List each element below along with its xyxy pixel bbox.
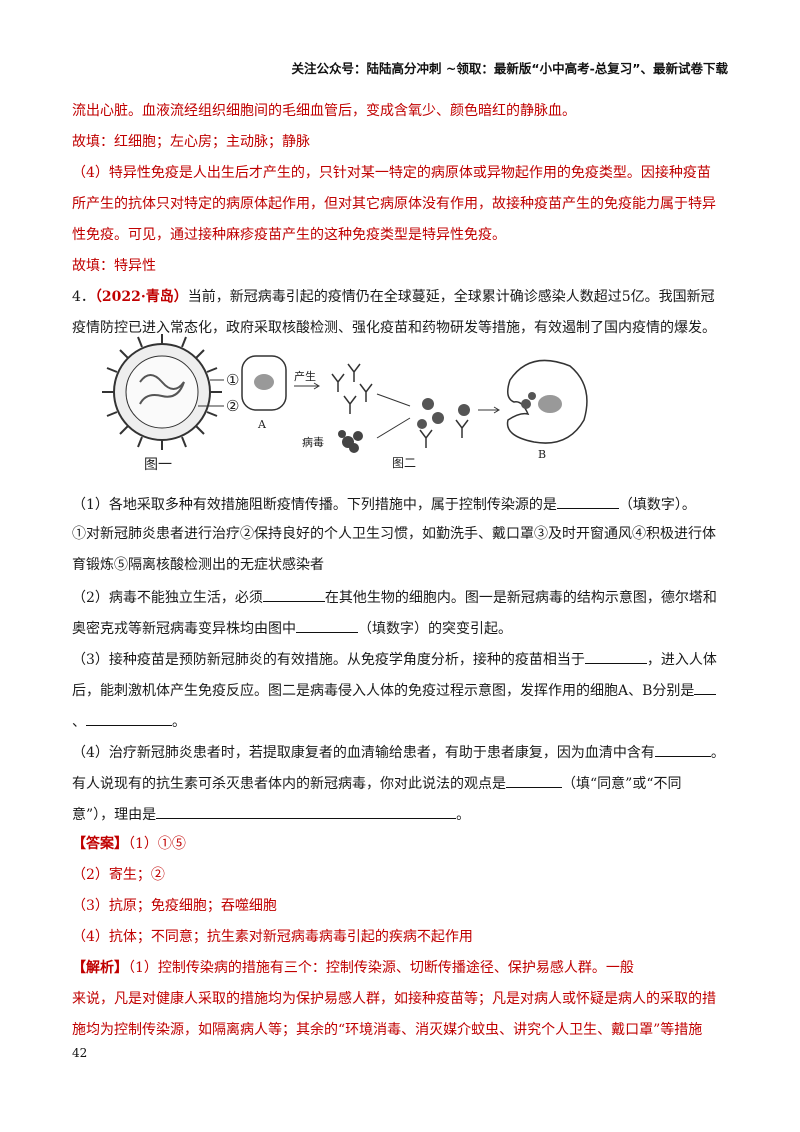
page-number: 42 — [72, 1046, 88, 1060]
question-2: （2）病毒不能独立生活，必须 在其他生物的细胞内。图一是新冠病毒的结构示意图，德尔… — [72, 586, 717, 608]
virus-label: 病毒 — [302, 435, 324, 449]
text-span: （1）各地采取多种有效措施阻断疫情传播。下列措施中，属于控制传染源的是 — [72, 497, 557, 513]
text-span: 意”），理由是 — [72, 807, 157, 823]
text-span: （1）①⑤ — [128, 836, 186, 852]
question-1: （1）各地采取多种有效措施阻断疫情传播。下列措施中，属于控制传染源的是 （填数字）… — [72, 493, 696, 515]
answer-blank — [654, 741, 711, 757]
text-span: （3）接种疫苗是预防新冠肺炎的有效措施。从免疫学角度分析，接种的疫苗相当于 — [72, 652, 585, 668]
virus-structure-diagram — [102, 334, 224, 450]
answer-line: （2）寄生；② — [72, 867, 165, 883]
figure-1-caption: 图一 — [144, 457, 172, 473]
text-line: 流出心脏。血液流经组织细胞间的毛细血管后，变成含氧少、颜色暗红的静脉血。 — [72, 103, 576, 119]
text-span: （1）控制传染病的措施有三个：控制传染源、切断传播途径、保护易感人群。一般 — [128, 960, 634, 976]
figure-virus-immune: ① ② 图一 A 产生 病毒 B 图二 — [102, 334, 588, 473]
answer-blank — [584, 648, 647, 664]
text-line: 育锻炼⑤隔离核酸检测出的无症状感染者 — [72, 557, 324, 573]
question-source: （2022·青岛） — [94, 289, 188, 305]
text-line: 奥密克戎等新冠病毒变异株均由图中 （填数字）的突变引起。 — [72, 617, 512, 639]
text-line: 疫情防控已进入常态化，政府采取核酸检测、强化疫苗和药物研发等措施，有效遏制了国内… — [72, 320, 716, 336]
text-span: （4）治疗新冠肺炎患者时，若提取康复者的血清输给患者，有助于患者康复，因为血清中… — [72, 745, 655, 761]
analysis-line: 【解析】（1）控制传染病的措施有三个：控制传染源、切断传播途径、保护易感人群。一… — [72, 958, 634, 978]
question-text: 当前，新冠病毒引起的疫情仍在全球蔓延，全球累计确诊感染人数超过5亿。我国新冠 — [187, 289, 715, 305]
text-line: （4）特异性免疫是人出生后才产生的，只针对某一特定的病原体或异物起作用的免疫类型… — [72, 165, 711, 181]
text-line: 有人说现有的抗生素可杀灭患者体内的新冠病毒，你对此说法的观点是 （填“同意”或“不… — [72, 772, 681, 794]
label-2: ② — [226, 397, 239, 415]
text-line: 性免疫。可见，通过接种麻疹疫苗产生的这种免疫类型是特异性免疫。 — [72, 227, 506, 243]
text-span: 在其他生物的细胞内。图一是新冠病毒的结构示意图，德尔塔和 — [324, 590, 717, 606]
answer-tag: 【答案】 — [72, 836, 128, 852]
question-number: 4． — [72, 289, 95, 305]
text-line: 故填：特异性 — [72, 258, 156, 274]
text-span: （2）病毒不能独立生活，必须 — [72, 590, 263, 606]
text-span: 有人说现有的抗生素可杀灭患者体内的新冠病毒，你对此说法的观点是 — [72, 776, 506, 792]
answer-blank — [156, 803, 457, 819]
answer-blank — [506, 772, 562, 788]
text-span: 。 — [710, 745, 725, 761]
answer-line: 【答案】（1）①⑤ — [72, 834, 186, 854]
answer-blank — [262, 586, 325, 602]
answer-line: （4）抗体；不同意；抗生素对新冠病毒病毒引起的疾病不起作用 — [72, 929, 473, 945]
analysis-line: 来说，凡是对健康人采取的措施均为保护易感人群，如接种疫苗等；凡是对病人或怀疑是病… — [72, 991, 716, 1007]
question-stem: 4．（2022·青岛）当前，新冠病毒引起的疫情仍在全球蔓延，全球累计确诊感染人数… — [72, 287, 715, 307]
answer-line: （3）抗原；免疫细胞；吞噬细胞 — [72, 898, 277, 914]
question-3: （3）接种疫苗是预防新冠肺炎的有效措施。从免疫学角度分析，接种的疫苗相当于 ，进入… — [72, 648, 717, 670]
text-span: 奥密克戎等新冠病毒变异株均由图中 — [72, 621, 296, 637]
text-span: 、 — [72, 714, 86, 730]
answer-blank — [556, 493, 619, 509]
text-line: 所产生的抗体只对特定的病原体起作用，但对其它病原体没有作用，故接种疫苗产生的免疫… — [72, 196, 716, 212]
question-4: （4）治疗新冠肺炎患者时，若提取康复者的血清输给患者，有助于患者康复，因为血清中… — [72, 741, 725, 763]
answer-blank — [296, 617, 358, 633]
answer-blank — [86, 710, 172, 726]
text-span: ，进入人体 — [646, 652, 717, 668]
text-line: 意”），理由是 。 — [72, 803, 470, 825]
text-line: 后，能刺激机体产生免疫反应。图二是病毒侵入人体的免疫过程示意图，发挥作用的细胞A… — [72, 679, 717, 701]
text-line: ①对新冠肺炎患者进行治疗②保持良好的个人卫生习惯，如勤洗手、戴口罩③及时开窗通风… — [72, 526, 716, 542]
analysis-tag: 【解析】 — [72, 960, 128, 976]
figure-2-caption: 图二 — [392, 456, 416, 470]
cell-a-label: A — [257, 418, 267, 431]
analysis-line: 施均为控制传染源，如隔离病人等；其余的“环境消毒、消灭媒介蚊虫、讲究个人卫生、戴… — [72, 1022, 703, 1038]
text-line: 、。 — [72, 710, 186, 732]
text-span: 后，能刺激机体产生免疫反应。图二是病毒侵入人体的免疫过程示意图，发挥作用的细胞A… — [72, 683, 695, 699]
text-span: （填“同意”或“不同 — [562, 776, 682, 792]
produce-label: 产生 — [294, 369, 316, 383]
answer-blank — [694, 679, 717, 695]
immune-process-diagram — [241, 355, 588, 453]
text-span: （填数字）。 — [618, 497, 696, 513]
label-1: ① — [226, 371, 239, 389]
text-span: （填数字）的突变引起。 — [358, 621, 512, 637]
text-span: 。 — [456, 807, 471, 823]
text-line: 故填：红细胞；左心房；主动脉；静脉 — [72, 134, 310, 150]
text-span: 。 — [172, 714, 186, 730]
cell-b-label: B — [538, 448, 546, 461]
page-header: 关注公众号：陆陆高分冲刺 ~领取：最新版“小中高考-总复习”、最新试卷下载 — [291, 61, 728, 76]
